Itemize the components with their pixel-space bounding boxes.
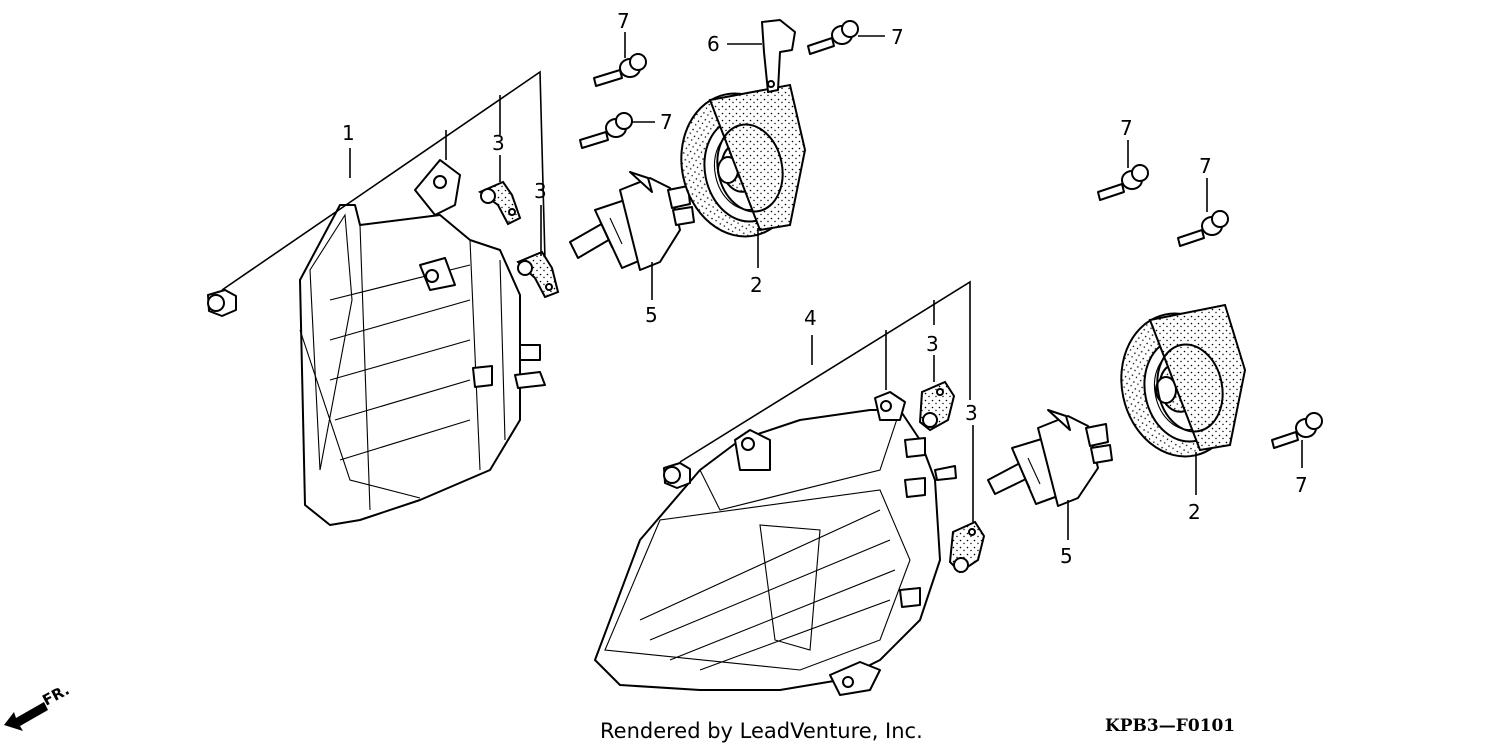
callout-2-right: 2 xyxy=(1188,452,1201,524)
callout-7-screw-4: 7 xyxy=(1120,116,1133,168)
svg-text:7: 7 xyxy=(1120,116,1133,140)
svg-text:3: 3 xyxy=(492,131,505,155)
callout-3-right: 3 3 xyxy=(926,332,978,522)
screw-3 xyxy=(807,20,859,55)
bulb-left xyxy=(569,171,695,271)
callout-2-left: 2 xyxy=(750,228,763,297)
svg-text:5: 5 xyxy=(1060,544,1073,568)
svg-text:7: 7 xyxy=(891,25,904,49)
clip-left-lower xyxy=(516,250,560,299)
svg-text:7: 7 xyxy=(617,9,630,33)
headlight-assembly-right xyxy=(594,391,957,696)
svg-text:7: 7 xyxy=(1295,473,1308,497)
callout-6: 6 xyxy=(707,32,762,56)
svg-text:3: 3 xyxy=(534,179,547,203)
svg-text:1: 1 xyxy=(342,121,355,145)
bracket xyxy=(761,19,796,93)
bulb-right xyxy=(987,409,1113,507)
callout-4: 4 xyxy=(679,280,971,463)
dust-cover-left xyxy=(680,83,807,238)
screw-4 xyxy=(1097,164,1149,201)
dust-cover-right xyxy=(1120,303,1247,458)
callout-7-screw-6: 7 xyxy=(1295,440,1308,497)
screw-2 xyxy=(579,112,633,149)
grommet-right xyxy=(663,462,691,489)
svg-text:4: 4 xyxy=(804,306,817,330)
svg-text:2: 2 xyxy=(1188,500,1201,524)
svg-text:6: 6 xyxy=(707,32,720,56)
footer-credit: Rendered by LeadVenture, Inc. xyxy=(600,719,923,743)
clip-right-upper xyxy=(918,380,956,432)
svg-text:7: 7 xyxy=(660,110,673,134)
svg-text:7: 7 xyxy=(1199,154,1212,178)
screw-5 xyxy=(1177,210,1229,247)
svg-text:3: 3 xyxy=(926,332,939,356)
screw-6 xyxy=(1271,412,1323,449)
callout-7-screw-1: 7 xyxy=(617,9,630,58)
screw-1 xyxy=(593,53,647,87)
diagram-code: KPB3—F0101 xyxy=(1105,716,1235,736)
callout-5-left: 5 xyxy=(645,262,658,327)
headlight-assembly-left xyxy=(299,159,546,526)
grommet-left xyxy=(207,289,237,317)
callout-7-screw-2: 7 xyxy=(632,110,673,134)
clip-left-upper xyxy=(477,180,522,226)
svg-text:3: 3 xyxy=(965,401,978,425)
callout-3-left: 3 3 xyxy=(492,131,547,256)
callout-5-right: 5 xyxy=(1060,500,1073,568)
callout-1: 1 xyxy=(221,70,546,291)
front-direction-arrow-icon: FR. xyxy=(4,681,72,731)
callout-7-screw-3: 7 xyxy=(858,25,904,49)
callout-7-screw-5: 7 xyxy=(1199,154,1212,212)
svg-text:5: 5 xyxy=(645,303,658,327)
svg-text:2: 2 xyxy=(750,273,763,297)
clip-right-lower xyxy=(948,520,986,574)
